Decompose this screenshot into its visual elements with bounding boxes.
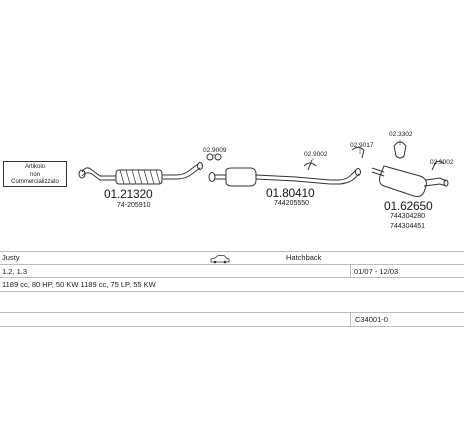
middle-pipe-flange (208, 172, 216, 182)
oem-number-front-pipe: 74-205910 (117, 202, 151, 209)
table-line-4 (0, 291, 464, 292)
front-pipe-drawing (81, 167, 116, 177)
fitting-label-5[interactable]: 02.9002 (430, 159, 454, 166)
oem-number-rear-silencer-1: 744304280 (390, 213, 426, 220)
system-code[interactable]: C34001-0 (355, 315, 388, 324)
body-type: Hatchback (286, 253, 322, 262)
table-divider-code (350, 312, 351, 326)
flex-section-drawing (115, 169, 163, 185)
table-line-5 (0, 312, 464, 313)
engine-size: 1.2, 1.3 (2, 267, 28, 276)
middle-silencer-drawing (225, 167, 257, 187)
fitting-drawing-2 (303, 162, 317, 167)
oem-number-middle-pipe: 744205550 (274, 200, 310, 207)
production-date-range: 01/07 - 12/03 (354, 267, 399, 276)
note-line-3: Commercializzato (11, 179, 59, 185)
not-available-note: Artikolo non Commercializzato (3, 161, 67, 187)
model-name: Justy (2, 253, 20, 262)
oem-number-rear-silencer-2: 744304451 (390, 223, 426, 230)
fitting-label-2[interactable]: 02.9002 (304, 151, 328, 158)
table-divider-date (350, 264, 351, 277)
note-line-2: non (29, 171, 40, 178)
rear-silencer-drawing (379, 165, 427, 197)
note-line-1: Artikolo (24, 164, 45, 170)
part-number-middle-pipe[interactable]: 01.80410 (266, 186, 315, 200)
fitting-drawing-4 (393, 141, 407, 159)
fitting-drawing-1 (206, 153, 214, 161)
part-number-rear-silencer[interactable]: 01.62650 (384, 199, 433, 213)
fitting-label-3[interactable]: 02.9017 (350, 142, 374, 149)
fitting-drawing-5 (431, 160, 445, 171)
table-line-1 (0, 251, 464, 252)
table-line-2 (0, 264, 464, 265)
fitting-label-1[interactable]: 02.9009 (203, 147, 227, 154)
table-line-3 (0, 277, 464, 278)
front-pipe-flange (78, 169, 86, 179)
engine-power: 1189 cc, 80 HP, 50 KW 1189 cc, 75 LP, 55… (2, 280, 156, 289)
part-number-front-pipe[interactable]: 01.21320 (104, 187, 153, 201)
table-line-6 (0, 326, 464, 327)
hatchback-car-icon (210, 255, 230, 264)
fitting-label-4[interactable]: 02.3302 (389, 131, 413, 138)
fitting-drawing-3 (351, 147, 365, 159)
